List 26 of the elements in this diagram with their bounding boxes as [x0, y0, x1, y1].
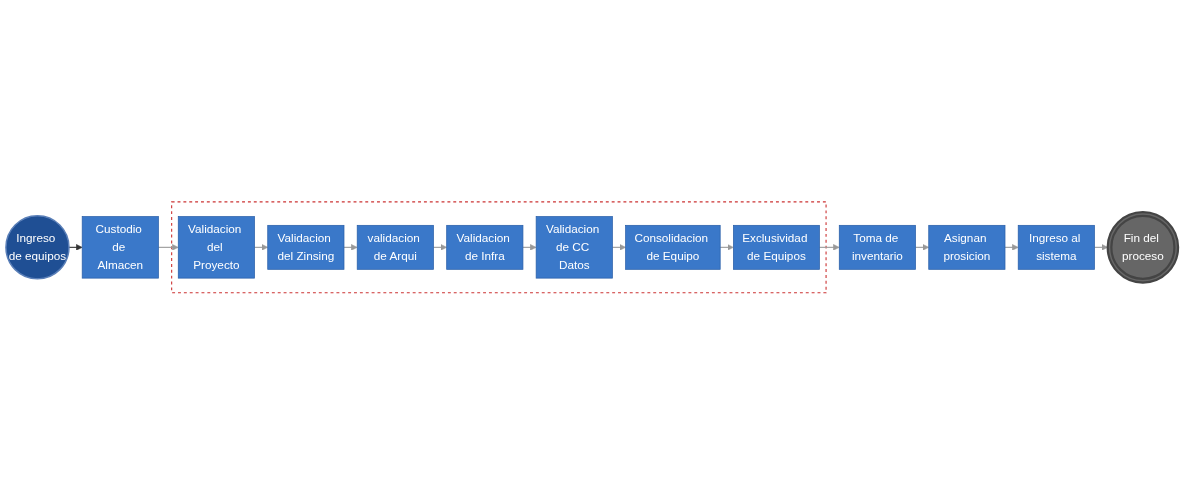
node-circle: Fin del proceso: [1106, 210, 1180, 284]
arrow: [157, 243, 179, 251]
node-box: Validacion de CC Datos: [535, 215, 613, 279]
node-box: Toma de inventario: [838, 224, 916, 270]
node-box: Validacion de Infra: [446, 224, 524, 270]
node-box: Validacion del Proyecto: [177, 215, 255, 279]
arrow: [611, 243, 626, 251]
node-box: Consolidacion de Equipo: [625, 224, 721, 270]
cluster: [171, 200, 827, 293]
arrow: [522, 243, 537, 251]
arrow: [719, 243, 734, 251]
arrow: [1093, 243, 1108, 251]
arrow: [432, 243, 447, 251]
node-box: Exclusividad de Equipos: [733, 224, 820, 270]
arrow: [68, 243, 83, 251]
arrow: [818, 243, 840, 251]
node-circle: Ingreso de equipos: [5, 214, 70, 280]
arrow: [1004, 243, 1019, 251]
arrow: [343, 243, 358, 251]
node-box: Validacion del Zinsing: [267, 224, 345, 270]
node-box: Ingreso al sistema: [1017, 224, 1095, 270]
node-box: Custodio de Almacen: [81, 215, 159, 279]
arrow: [254, 243, 268, 251]
node-box: validacion de Arqui: [356, 224, 434, 270]
arrow: [915, 243, 930, 251]
node-box: Asignan prosicion: [928, 224, 1006, 270]
